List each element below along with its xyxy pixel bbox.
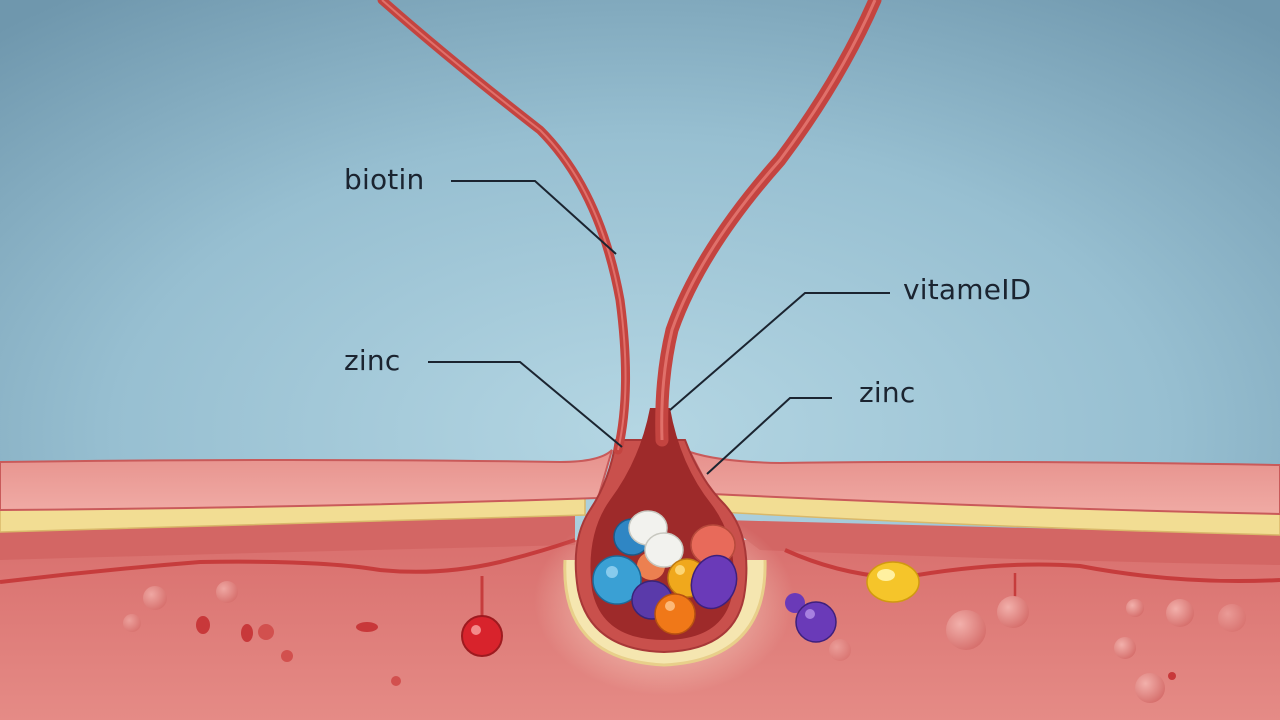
- hair-shaft-left-highlight: [381, 0, 627, 451]
- orange-bead: [654, 593, 696, 635]
- label-leader-lines: [428, 180, 890, 475]
- label-vitamin-d: vitameID: [903, 273, 1032, 306]
- capillary-left: [0, 538, 576, 584]
- capillary-right: [784, 548, 1280, 584]
- leader-vitamin-d: [669, 292, 890, 411]
- white-bead-lower: [644, 532, 684, 568]
- leader-zinc-right: [706, 397, 832, 475]
- hair-shaft-right-highlight: [660, 0, 877, 441]
- purple-molecule: [785, 593, 837, 643]
- skin-surface-right: [687, 450, 1280, 516]
- nutrient-beads: [592, 510, 738, 635]
- red-blood-cell-node: [461, 615, 503, 657]
- red-node-highlight: [471, 625, 481, 635]
- label-zinc-right: zinc: [859, 376, 916, 409]
- leader-biotin: [451, 180, 617, 255]
- yellow-molecule: [866, 561, 920, 603]
- tissue-cells: [123, 581, 1246, 703]
- label-biotin: biotin: [344, 163, 425, 196]
- leader-zinc-left: [428, 361, 623, 448]
- purple-bead: [690, 554, 738, 610]
- skin-surface-left: [0, 449, 613, 512]
- light-blue-bead: [592, 555, 642, 605]
- label-zinc-left: zinc: [344, 344, 401, 377]
